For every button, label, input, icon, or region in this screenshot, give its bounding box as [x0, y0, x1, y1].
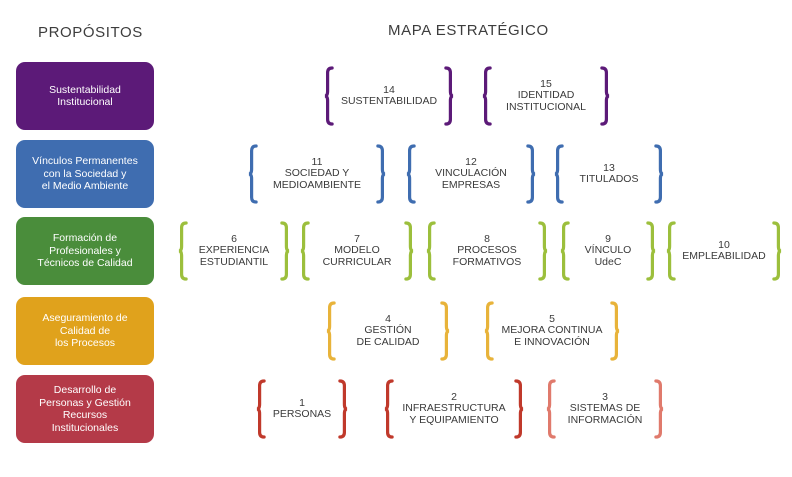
right-curly-brace — [377, 145, 386, 203]
objective-number: 11 — [311, 155, 323, 168]
objective-label: MEJORA CONTINUA E INNOVACIÓN — [501, 324, 603, 348]
objective-number: 14 — [383, 83, 395, 96]
objective-label: TITULADOS — [579, 173, 639, 185]
purpose-box: Aseguramiento de Calidad de los Procesos — [16, 297, 154, 365]
purpose-box: Vínculos Permanentes con la Sociedad y e… — [16, 140, 154, 208]
right-curly-brace — [281, 222, 290, 280]
objective-number: 2 — [451, 390, 457, 403]
right-curly-brace — [527, 145, 536, 203]
left-curly-brace — [300, 222, 309, 280]
purpose-box: Formación de Profesionales y Técnicos de… — [16, 217, 154, 285]
objective-label: SOCIEDAD Y MEDIOAMBIENTE — [272, 167, 362, 191]
objective-number: 8 — [484, 232, 490, 245]
objective-label: IDENTIDAD INSTITUCIONAL — [506, 89, 586, 113]
right-curly-brace — [515, 380, 524, 438]
left-curly-brace — [426, 222, 435, 280]
left-curly-brace — [666, 222, 675, 280]
left-curly-brace — [324, 67, 333, 125]
objective-label: EXPERIENCIA ESTUDIANTIL — [198, 244, 270, 268]
left-curly-brace — [482, 67, 491, 125]
strategic-map-heading: MAPA ESTRATÉGICO — [388, 22, 549, 39]
left-curly-brace — [484, 302, 493, 360]
objective-label: VINCULACIÓN EMPRESAS — [435, 167, 507, 191]
right-curly-brace — [611, 302, 620, 360]
purpose-box: Desarrollo de Personas y Gestión Recurso… — [16, 375, 154, 443]
left-curly-brace — [406, 145, 415, 203]
left-curly-brace — [248, 145, 257, 203]
objective-label: PROCESOS FORMATIVOS — [452, 244, 522, 268]
objective-number: 13 — [603, 161, 615, 174]
right-curly-brace — [339, 380, 348, 438]
objective-number: 7 — [354, 232, 360, 245]
objective-label: VÍNCULO UdeC — [584, 244, 632, 268]
right-curly-brace — [655, 145, 664, 203]
left-curly-brace — [384, 380, 393, 438]
right-curly-brace — [601, 67, 610, 125]
objective-label: GESTIÓN DE CALIDAD — [356, 324, 420, 348]
left-curly-brace — [256, 380, 265, 438]
objective-number: 9 — [605, 232, 611, 245]
objective-number: 5 — [549, 312, 555, 325]
left-curly-brace — [546, 380, 555, 438]
objective-label: EMPLEABILIDAD — [682, 250, 766, 262]
left-curly-brace — [326, 302, 335, 360]
objective-number: 1 — [299, 396, 305, 409]
right-curly-brace — [441, 302, 450, 360]
right-curly-brace — [405, 222, 414, 280]
right-curly-brace — [655, 380, 664, 438]
objective-label: SUSTENTABILIDAD — [340, 95, 438, 107]
right-curly-brace — [445, 67, 454, 125]
objective-number: 10 — [718, 238, 730, 251]
left-curly-brace — [560, 222, 569, 280]
objective-number: 3 — [602, 390, 608, 403]
objective-label: SISTEMAS DE INFORMACIÓN — [567, 402, 643, 426]
objective-number: 15 — [540, 77, 552, 90]
right-curly-brace — [773, 222, 782, 280]
objective-number: 4 — [385, 312, 391, 325]
left-curly-brace — [554, 145, 563, 203]
objective-number: 6 — [231, 232, 237, 245]
objective-label: MODELO CURRICULAR — [322, 244, 392, 268]
purpose-box: Sustentabilidad Institucional — [16, 62, 154, 130]
right-curly-brace — [539, 222, 548, 280]
left-curly-brace — [178, 222, 187, 280]
right-curly-brace — [647, 222, 656, 280]
objective-label: INFRAESTRUCTURA Y EQUIPAMIENTO — [402, 402, 506, 426]
purposes-heading: PROPÓSITOS — [38, 24, 143, 41]
objective-label: PERSONAS — [272, 408, 332, 420]
objective-number: 12 — [465, 155, 477, 168]
